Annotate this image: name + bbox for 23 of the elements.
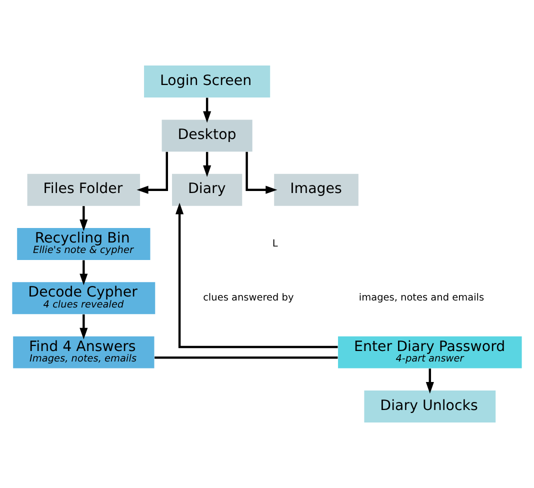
node-box: Desktop	[162, 120, 252, 152]
node-box: Diary	[172, 174, 242, 206]
arrow	[80, 314, 88, 340]
label: clues answered by	[203, 292, 294, 304]
connector	[154, 356, 338, 359]
arrow	[203, 98, 212, 123]
node-box: Enter Diary Password 4-part answer	[338, 336, 522, 368]
label: images, notes and emails	[358, 292, 484, 304]
node-box: Find 4 Answers Images, notes, emails	[13, 336, 154, 368]
node-box: Recycling Bin Ellie's note & cypher	[17, 228, 150, 260]
node-box: Images	[274, 174, 358, 206]
arrow	[203, 152, 212, 177]
arrow	[246, 152, 278, 194]
arrow	[176, 202, 338, 348]
arrow	[80, 206, 88, 232]
node-box: Diary Unlocks	[364, 390, 496, 422]
arrow	[136, 152, 168, 194]
node-box: Decode Cypher 4 clues revealed	[12, 282, 156, 314]
arrow	[426, 368, 434, 394]
node-box: Files Folder	[27, 174, 140, 206]
arrow	[80, 260, 88, 286]
node-box: Login Screen	[144, 66, 270, 98]
label: L	[272, 238, 278, 250]
